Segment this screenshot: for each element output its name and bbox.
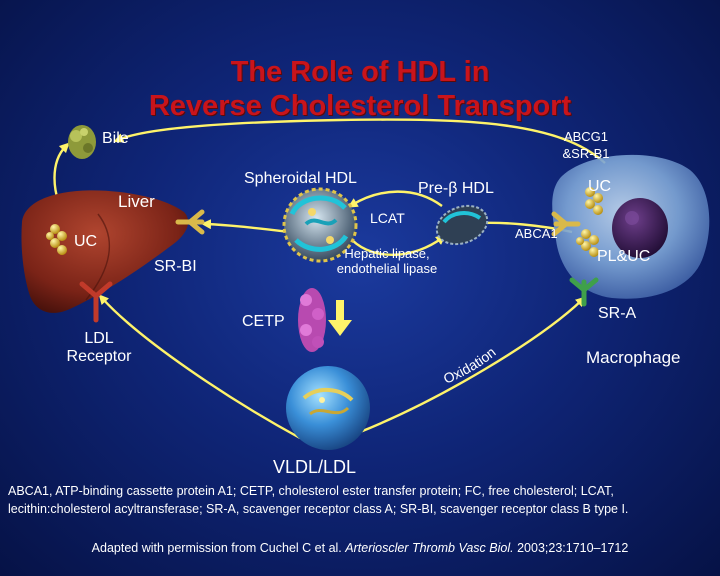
vldl-ldl-particle-icon bbox=[286, 366, 370, 450]
title-line-1: The Role of HDL in bbox=[0, 56, 720, 89]
liver-label: Liver bbox=[118, 192, 155, 212]
down-arrow-icon bbox=[328, 300, 352, 336]
lcat-label: LCAT bbox=[370, 210, 405, 226]
citation-suffix: 2003;23:1710–1712 bbox=[517, 541, 628, 555]
macrophage-label: Macrophage bbox=[586, 348, 681, 368]
ldl-receptor-label-line-2: Receptor bbox=[52, 348, 146, 366]
cetp-label: CETP bbox=[242, 313, 285, 331]
spheroidal-hdl-label: Spheroidal HDL bbox=[244, 170, 357, 188]
sr-b1-label: &SR-B1 bbox=[550, 146, 622, 161]
abca1-label: ABCA1 bbox=[515, 226, 558, 241]
uc-liver-label: UC bbox=[74, 233, 97, 251]
pre-beta-hdl-icon bbox=[431, 199, 492, 251]
abcg1-label: ABCG1 bbox=[550, 129, 622, 144]
bile-label: Bile bbox=[102, 130, 129, 148]
macrophage-cell-icon bbox=[552, 155, 709, 299]
citation: Adapted with permission from Cuchel C et… bbox=[0, 541, 720, 555]
liver-icon bbox=[21, 190, 188, 313]
title-line-2: Reverse Cholesterol Transport bbox=[0, 90, 720, 123]
vldl-ldl-label: VLDL/LDL bbox=[273, 457, 356, 478]
citation-journal: Arterioscler Thromb Vasc Biol. bbox=[345, 541, 513, 555]
bile-drop-icon bbox=[68, 125, 96, 159]
hepatic-lipase-label: Hepatic lipase, bbox=[330, 246, 444, 261]
sr-bi-label: SR-BI bbox=[154, 258, 197, 276]
uc-macrophage-label: UC bbox=[588, 178, 611, 196]
pl-uc-label: PL&UC bbox=[597, 248, 650, 266]
flow-arrow-hdl-to-liver-srbi bbox=[206, 224, 290, 232]
pre-beta-hdl-label: Pre-β HDL bbox=[418, 180, 494, 198]
cetp-protein-icon bbox=[298, 288, 326, 352]
footnote: ABCA1, ATP-binding cassette protein A1; … bbox=[8, 482, 714, 518]
ldl-receptor-label-line-1: LDL bbox=[52, 330, 146, 348]
endothelial-lipase-label: endothelial lipase bbox=[330, 261, 444, 276]
flow-arrow-macrophage-to-bile bbox=[118, 120, 605, 163]
sr-a-label: SR-A bbox=[598, 305, 636, 323]
citation-prefix: Adapted with permission from Cuchel C et… bbox=[92, 541, 342, 555]
